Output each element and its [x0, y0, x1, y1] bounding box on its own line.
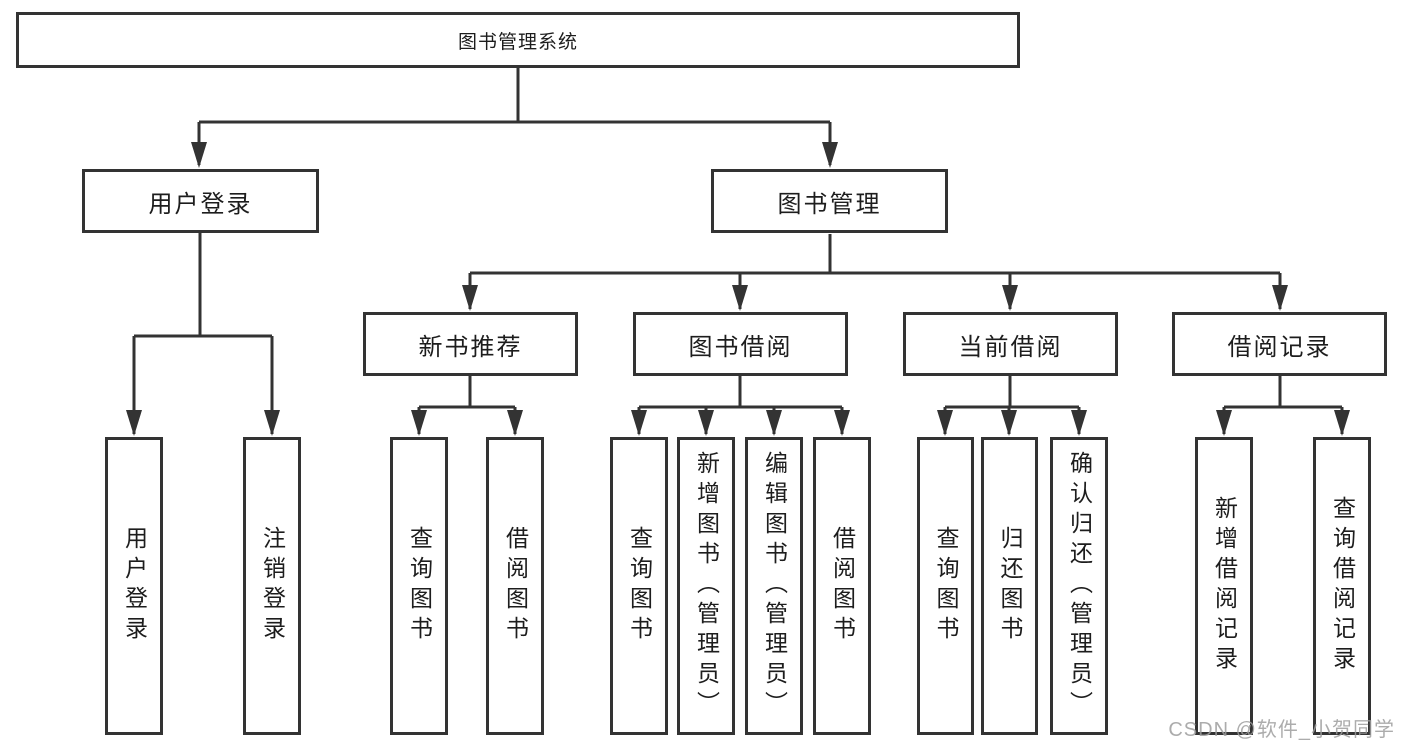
- leaf-add-borrow-record: 新增借阅记录: [1195, 437, 1253, 735]
- node-new-book-recommendation: 新书推荐: [363, 312, 578, 376]
- leaf-query-borrow-record: 查询借阅记录: [1313, 437, 1371, 735]
- leaf-user-login: 用户登录: [105, 437, 163, 735]
- leaf-add-books-admin: 新增图书（管理员）: [677, 437, 735, 735]
- node-current-borrowing: 当前借阅: [903, 312, 1118, 376]
- node-borrowing-records: 借阅记录: [1172, 312, 1387, 376]
- leaf-edit-books-admin: 编辑图书（管理员）: [745, 437, 803, 735]
- leaf-return-books: 归还图书: [981, 437, 1038, 735]
- node-user-login: 用户登录: [82, 169, 319, 233]
- leaf-borrow-books: 借阅图书: [813, 437, 871, 735]
- leaf-query-books-recommend: 查询图书: [390, 437, 448, 735]
- leaf-query-books-borrow: 查询图书: [610, 437, 668, 735]
- leaf-confirm-return-admin: 确认归还（管理员）: [1050, 437, 1108, 735]
- leaf-logout-login: 注销登录: [243, 437, 301, 735]
- node-book-management: 图书管理: [711, 169, 948, 233]
- leaf-query-books-current: 查询图书: [917, 437, 974, 735]
- node-book-borrowing: 图书借阅: [633, 312, 848, 376]
- leaf-borrow-books-recommend: 借阅图书: [486, 437, 544, 735]
- arrowheads: [126, 142, 1350, 436]
- csdn-watermark: CSDN @软件_小贺同学: [1168, 719, 1395, 741]
- node-root-system: 图书管理系统: [16, 12, 1020, 68]
